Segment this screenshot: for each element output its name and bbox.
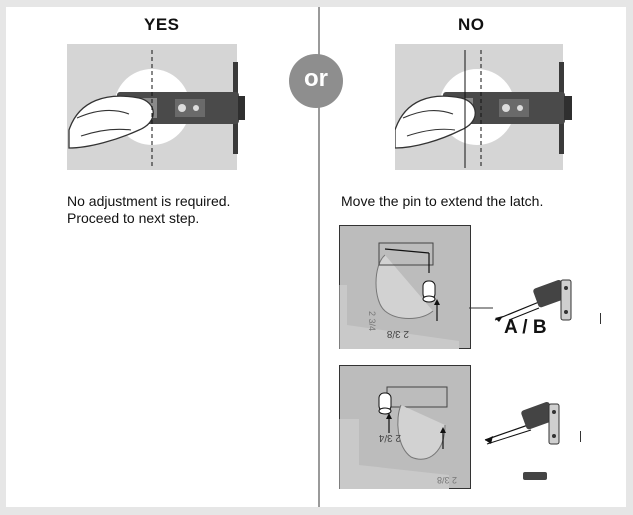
detail-top-label-left: 2 3/8 (386, 328, 409, 339)
detail-bottom-label-left: 2 3/4 (378, 432, 401, 443)
latch-label: A / B (504, 317, 547, 338)
latch-aligned-illustration (67, 44, 245, 170)
latch-pin-insert-bottom (484, 401, 560, 480)
detail-top-label-right: 2 3/4 (367, 311, 377, 331)
no-heading: NO (458, 15, 485, 34)
yes-instruction-line-2: Proceed to next step. (67, 210, 200, 226)
detail-bottom-label-right: 2 3/8 (437, 475, 457, 485)
yes-instruction-line-1: No adjustment is required. (67, 193, 231, 209)
latch-pin-insert-top (469, 279, 572, 322)
no-instruction: Move the pin to extend the latch. (341, 193, 544, 209)
latch-misaligned-illustration (395, 44, 572, 170)
yes-heading: YES (144, 15, 180, 34)
pin-detail-top: 2 3/8 2 3/4 (339, 225, 471, 349)
edge-marker-bottom (580, 431, 581, 442)
pin-detail-bottom: 2 3/4 2 3/8 (339, 365, 471, 489)
instruction-page: YES NO or No adjustment is required. (6, 7, 626, 507)
or-badge: or (289, 54, 343, 108)
edge-marker-top (600, 313, 601, 324)
center-divider (318, 7, 320, 507)
